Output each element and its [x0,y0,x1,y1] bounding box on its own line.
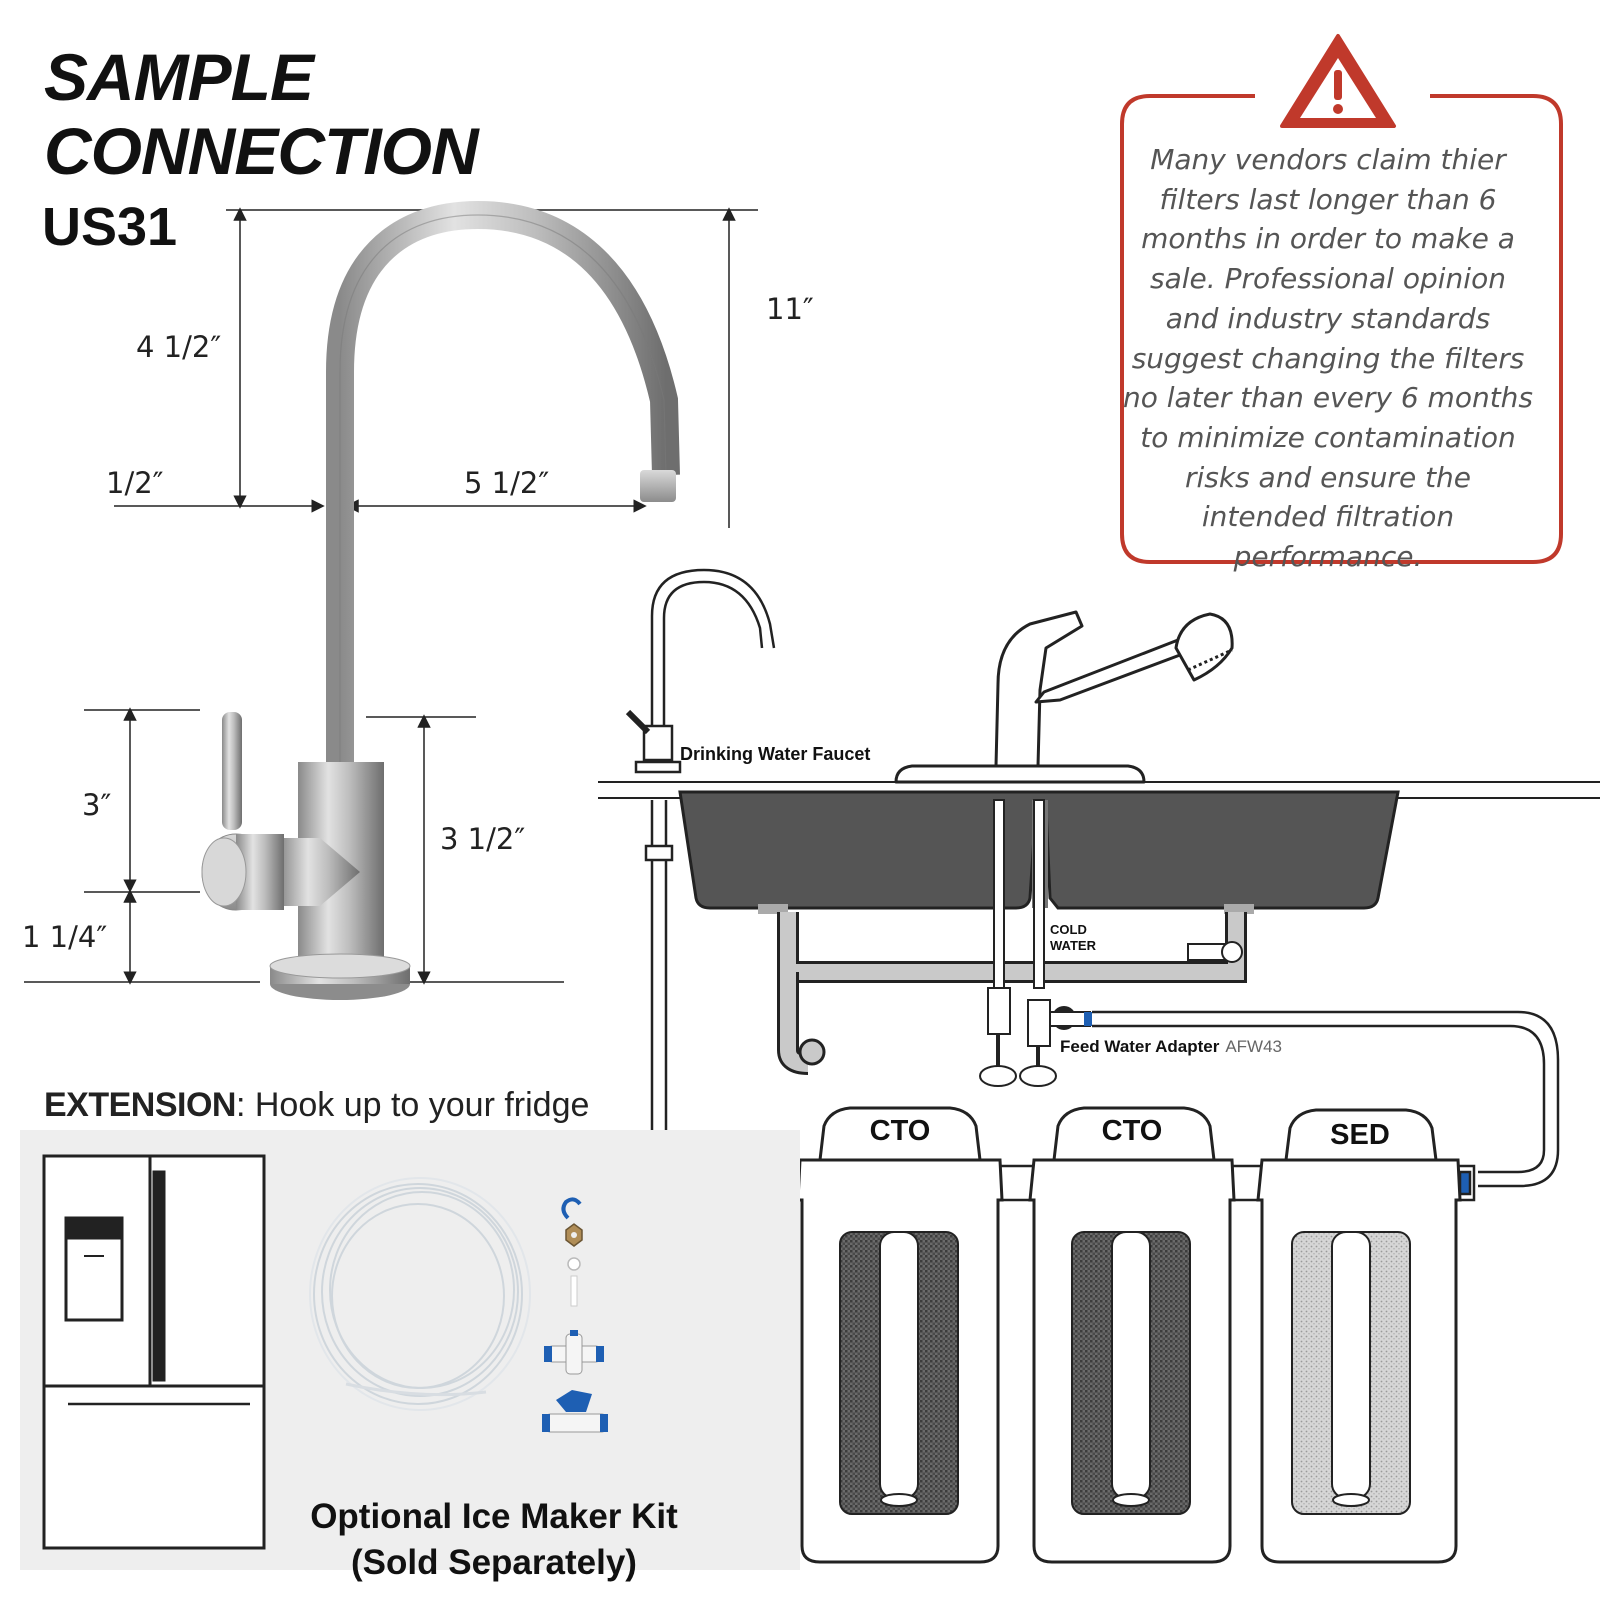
extension-description: : Hook up to your fridge [235,1086,590,1124]
kit-fittings [542,1197,608,1433]
filter-label-3: SED [1330,1119,1390,1151]
dim-total-height: 11″ [766,292,814,326]
dim-spout-reach: 5 1/2″ [464,466,550,500]
filter-housing-2 [1028,1106,1236,1564]
filter-housing-1 [796,1106,1004,1564]
warning-text: Many vendors claim thier filters last lo… [1122,143,1534,574]
dim-body-height: 3 1/2″ [440,822,526,856]
warning-box [1120,94,1563,564]
coiled-tubing [309,1177,531,1411]
extension-label: EXTENSION [44,1086,236,1124]
drinking-water-faucet [625,568,776,774]
filter-label-2: CTO [1102,1115,1163,1147]
dim-handle-height: 3″ [82,788,112,822]
drain-pipe [777,912,1247,1075]
refrigerator [42,1154,266,1550]
filter-label-1: CTO [870,1115,931,1147]
title-line-2: CONNECTION [44,114,479,188]
ice-maker-kit-caption: Optional Ice Maker Kit (Sold Separately) [284,1494,704,1586]
extension-heading: EXTENSION: Hook up to your fridge [44,1086,589,1125]
faucet-photo [201,200,680,1000]
title-line-1: SAMPLE [44,40,314,114]
cold-water-supply [979,799,1092,1087]
dim-base-height: 1 1/4″ [22,920,108,954]
page-title: SAMPLE CONNECTION [44,40,479,188]
dim-pipe-width: 1/2″ [106,466,164,500]
kit-line-1: Optional Ice Maker Kit [310,1497,678,1536]
filter-housing-3 [1256,1108,1462,1564]
cold-water-label: COLD WATER [1050,922,1097,953]
kitchen-faucet [894,610,1234,784]
kit-line-2: (Sold Separately) [351,1543,637,1582]
dim-spout-height: 4 1/2″ [136,330,222,364]
drinking-faucet-label: Drinking Water Faucet [680,744,870,764]
warning-triangle-icon [1280,34,1396,128]
model-number: US31 [42,197,178,257]
dimension-lines [24,207,758,985]
